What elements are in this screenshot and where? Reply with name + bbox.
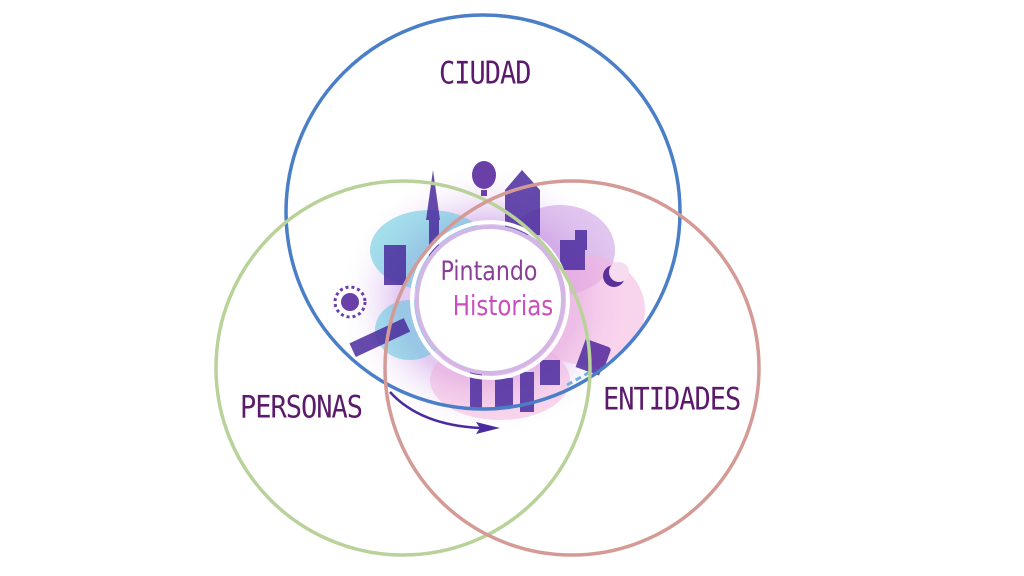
moon-icon: [603, 262, 629, 287]
logo-line-historias: Historias: [452, 289, 554, 322]
label-personas: PERSONAS: [240, 389, 363, 426]
label-entidades: ENTIDADES: [603, 381, 741, 418]
sun-icon: [333, 285, 367, 319]
circle-personas: [214, 179, 592, 557]
logo-badge: [415, 225, 565, 375]
logo-text: Pintando Historias: [414, 255, 574, 323]
circle-ciudad: [284, 13, 682, 411]
airplane-icon: [389, 391, 500, 434]
label-ciudad: CIUDAD: [439, 55, 532, 92]
logo-line-pintando: Pintando: [440, 256, 538, 287]
circle-entidades: [383, 179, 761, 557]
hot-air-balloon-icon: [472, 161, 496, 196]
